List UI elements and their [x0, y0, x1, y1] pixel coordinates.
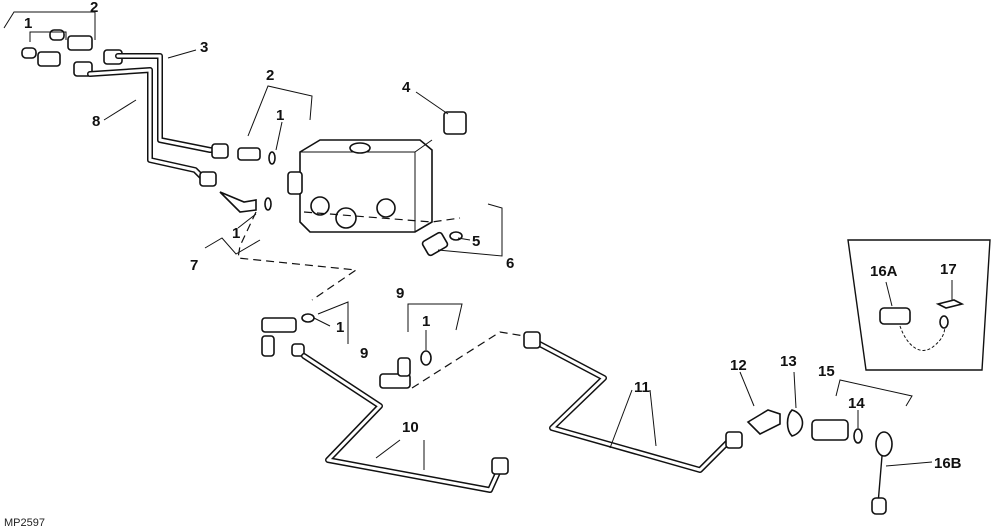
o-ring — [268, 151, 276, 165]
callout-1-tee-left: 1 — [336, 319, 344, 336]
fitting-6 — [421, 231, 449, 257]
callout-14: 14 — [848, 395, 865, 412]
callout-1-tee-middle: 1 — [422, 313, 430, 330]
leader-lines — [103, 49, 953, 470]
callout-1-valve: 1 — [276, 107, 284, 124]
callout-10: 10 — [402, 419, 419, 436]
callout-12: 12 — [730, 357, 747, 374]
callout-16a: 16A — [870, 263, 898, 280]
callout-3: 3 — [200, 39, 208, 56]
callout-17: 17 — [940, 261, 957, 278]
tee-fitting-9-left — [261, 313, 315, 357]
pipe-8 — [87, 67, 208, 183]
o-ring-14 — [853, 428, 863, 444]
callout-11: 11 — [634, 379, 650, 396]
fitting-4 — [443, 111, 467, 135]
pipe-11 — [529, 337, 733, 473]
callout-6: 6 — [506, 255, 514, 272]
callout-1-top-left: 1 — [24, 15, 32, 32]
top-left-fittings — [3, 11, 123, 77]
dust-cap-16b — [871, 431, 893, 515]
fitting-2 — [237, 147, 261, 161]
inset-box — [847, 239, 991, 371]
callout-13: 13 — [780, 353, 797, 370]
valve-block — [287, 139, 433, 233]
callout-4: 4 — [402, 79, 411, 96]
tee-fitting-9-middle — [379, 350, 432, 389]
callout-9-tee-left: 9 — [360, 345, 368, 362]
callout-16b: 16B — [934, 455, 962, 472]
elbow-7 — [219, 191, 257, 213]
callout-9-tee-middle: 9 — [396, 285, 404, 302]
elbow-12 — [746, 409, 781, 435]
clip-13 — [786, 409, 804, 437]
callout-7: 7 — [190, 257, 198, 274]
callout-15: 15 — [818, 363, 835, 380]
callout-1-lower-valve: 1 — [232, 225, 240, 242]
callout-2-top-left: 2 — [90, 0, 98, 16]
coupler-15 — [811, 419, 849, 441]
callout-8: 8 — [92, 113, 100, 130]
callout-5: 5 — [472, 233, 480, 250]
pipe-10 — [301, 353, 503, 493]
callout-2-valve: 2 — [266, 67, 274, 84]
figure-id: MP2597 — [4, 517, 45, 529]
